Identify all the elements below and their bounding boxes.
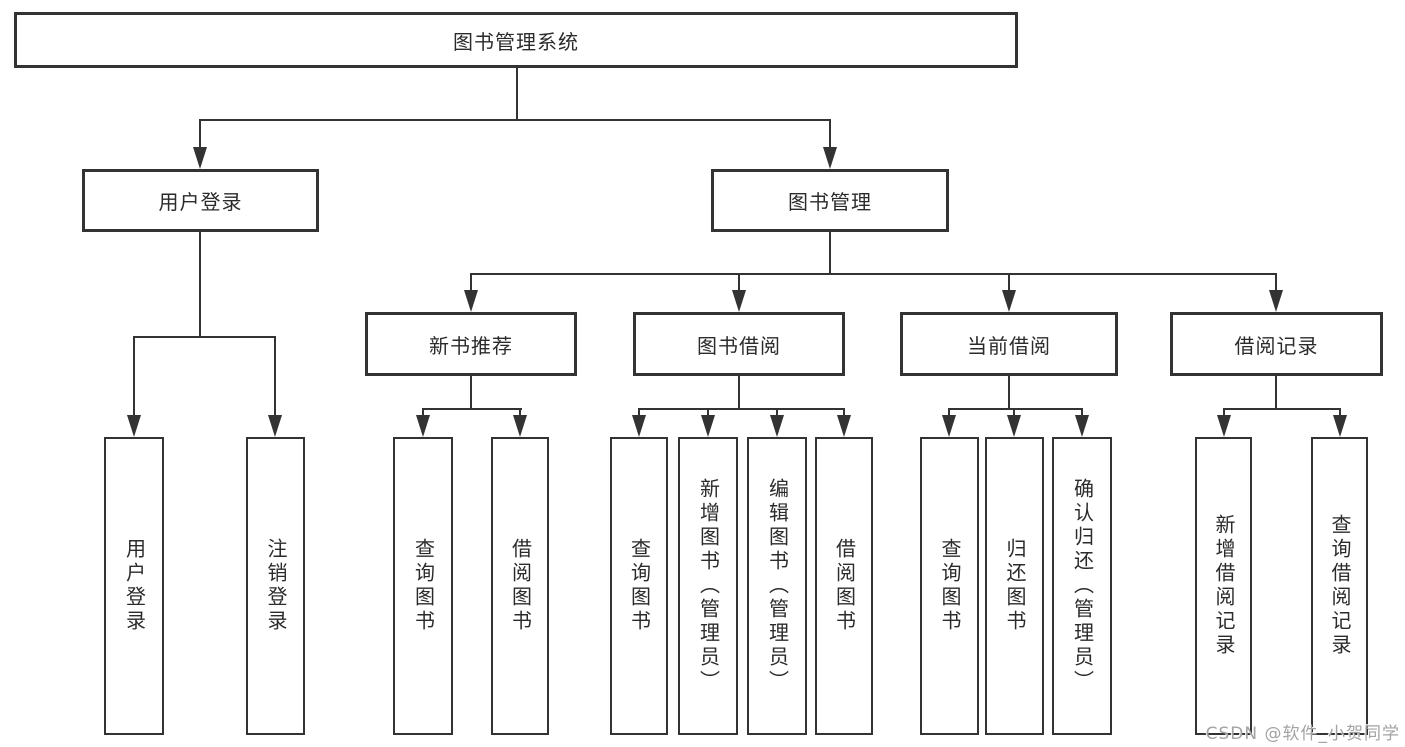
node-bb-add-books-admin: 新增图书（管理员） [678,437,738,735]
connector-line [829,232,831,275]
connector-line [470,273,472,293]
arrow-down-icon [513,415,527,437]
arrow-down-icon [1075,415,1089,437]
connector-line [470,273,1277,275]
arrow-down-icon [837,415,851,437]
connector-line [422,408,424,418]
connector-line [738,376,740,410]
node-cb-return-books: 归还图书 [985,437,1044,735]
connector-line [133,336,135,418]
connector-line [1339,408,1341,418]
node-cb-confirm-return-admin: 确认归还（管理员） [1052,437,1112,735]
connector-line [948,408,950,418]
node-book-management: 图书管理 [711,169,949,232]
connector-line [133,336,276,338]
arrow-down-icon [1333,415,1347,437]
arrow-down-icon [193,147,207,169]
connector-line [1275,273,1277,293]
connector-line [422,408,522,410]
connector-line [516,68,518,121]
arrow-down-icon [942,415,956,437]
node-nbr-query-books: 查询图书 [393,437,453,735]
arrow-down-icon [1007,415,1021,437]
connector-line [638,408,845,410]
connector-line [1008,273,1010,293]
node-current-borrowing: 当前借阅 [900,312,1118,376]
arrow-down-icon [268,415,282,437]
connector-line [843,408,845,418]
connector-line [776,408,778,418]
connector-line [274,336,276,418]
connector-line [1223,408,1225,418]
connector-line [1223,408,1340,410]
connector-line [199,119,201,150]
arrow-down-icon [127,415,141,437]
arrow-down-icon [1217,415,1231,437]
node-bb-borrow-books: 借阅图书 [815,437,873,735]
node-book-borrowing: 图书借阅 [633,312,845,376]
node-nbr-borrow-books: 借阅图书 [491,437,549,735]
node-br-add-record: 新增借阅记录 [1195,437,1252,735]
arrow-down-icon [823,147,837,169]
arrow-down-icon [464,290,478,312]
connector-line [519,408,521,418]
node-user-login-branch: 用户登录 [82,169,319,232]
arrow-down-icon [1269,290,1283,312]
node-user-login: 用户登录 [104,437,164,735]
node-library-management-system: 图书管理系统 [14,12,1018,68]
arrow-down-icon [632,415,646,437]
node-br-query-record: 查询借阅记录 [1311,437,1368,735]
connector-line [1013,408,1015,418]
watermark-text: CSDN @软件_小贺同学 [1205,724,1400,744]
node-bb-edit-books-admin: 编辑图书（管理员） [747,437,807,735]
connector-line [199,119,831,121]
connector-line [738,273,740,293]
connector-line [1081,408,1083,418]
arrow-down-icon [416,415,430,437]
connector-line [638,408,640,418]
connector-line [948,408,1083,410]
connector-line [829,119,831,150]
arrow-down-icon [701,415,715,437]
arrow-down-icon [732,290,746,312]
node-cb-query-books: 查询图书 [920,437,979,735]
node-new-book-recommend: 新书推荐 [365,312,577,376]
node-logout: 注销登录 [246,437,305,735]
connector-line [1275,376,1277,410]
connector-line [707,408,709,418]
connector-line [1008,376,1010,410]
node-bb-query-books: 查询图书 [610,437,668,735]
node-borrowing-records: 借阅记录 [1170,312,1383,376]
connector-line [470,376,472,410]
arrow-down-icon [1002,290,1016,312]
connector-line [199,232,201,338]
arrow-down-icon [770,415,784,437]
